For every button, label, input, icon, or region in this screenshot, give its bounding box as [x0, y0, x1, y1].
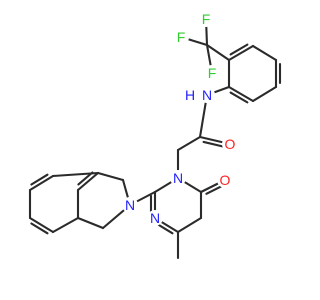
bond-double-B1-B2 — [30, 173, 49, 186]
atom-label-O1: O — [225, 136, 236, 152]
atom-label-halo-N_pyr1 — [170, 170, 186, 186]
bond-B3-B4 — [28, 216, 55, 234]
atom-label-N_pyr1: N — [173, 170, 183, 186]
bond-A2-A3 — [227, 85, 255, 103]
atom-label-N_pyr2: N — [150, 210, 160, 226]
bond-A1-CF3 — [205, 43, 231, 62]
bond-double-A2-A3 — [229, 91, 249, 104]
atom-label-F2: F — [177, 29, 186, 45]
bond-double-A6-A1 — [229, 43, 249, 56]
bond-A5-A6 — [251, 44, 278, 62]
bond-R1-R2 — [96, 171, 125, 182]
bond-B1-B2 — [28, 174, 55, 192]
bond-R2-R3 — [76, 171, 100, 192]
bond-A3-A4 — [251, 85, 278, 103]
bond-C4-C5 — [176, 216, 203, 234]
bond-double-N3-C4 — [155, 222, 174, 235]
atom-label-halo-NH — [199, 87, 215, 103]
atom-label-halo-F3 — [204, 65, 220, 81]
atom-label-halo-F2 — [173, 29, 189, 45]
atom-label-NH: N — [202, 87, 212, 103]
bond-R4-R5 — [76, 216, 105, 230]
bond-A6-A1 — [227, 44, 255, 62]
bond-CO-CH2 — [176, 135, 202, 152]
bond-R2-B1 — [51, 171, 100, 178]
atom-label-halo-N_ring — [122, 197, 138, 213]
bond-double-B3-B4 — [30, 222, 49, 235]
atom-label-halo-O1 — [222, 136, 238, 152]
atom-label-halo-H — [182, 87, 198, 103]
atom-label-F1: F — [202, 11, 211, 27]
atom-label-halo-O2 — [217, 172, 233, 188]
bond-double-C6-O2 — [205, 184, 225, 195]
atom-label-halo-N_pyr2 — [147, 210, 163, 226]
bond-B4-R4 — [51, 216, 80, 234]
atom-label-H: H — [185, 87, 195, 103]
atom-label-halo-F1 — [198, 11, 214, 27]
atom-label-F3: F — [208, 65, 217, 81]
bond-double-CO-O1 — [202, 140, 226, 148]
atom-label-O2: O — [220, 172, 231, 188]
atom-label-N_ring: N — [125, 197, 135, 213]
